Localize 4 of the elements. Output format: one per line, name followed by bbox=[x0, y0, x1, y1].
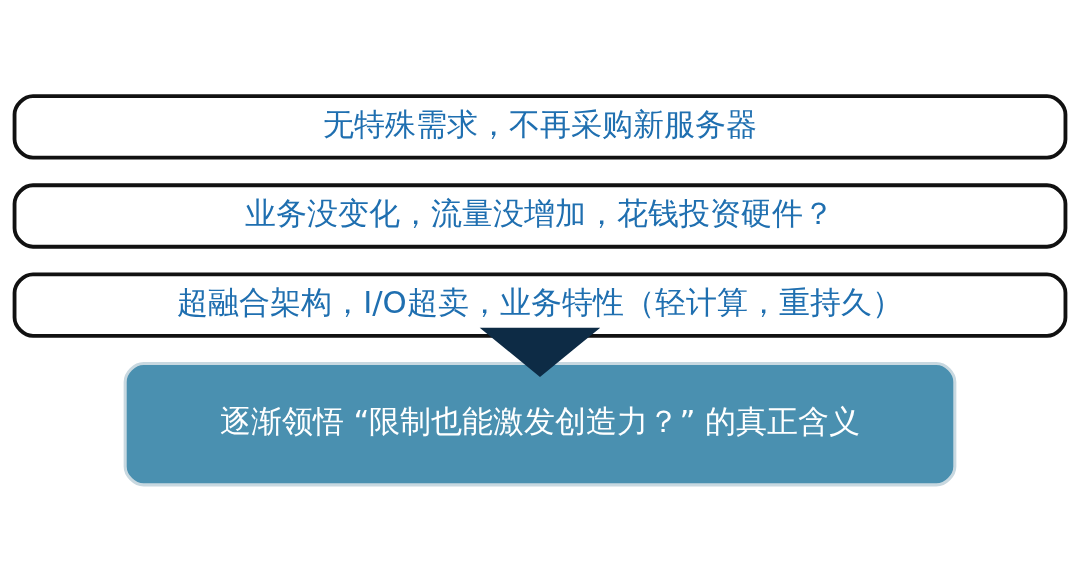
node-box: 逐渐领悟 “限制也能激发创造力？” 的真正含义 bbox=[123, 361, 957, 487]
node-box: 业务没变化，流量没增加，花钱投资硬件？ bbox=[12, 183, 1068, 249]
arrow bbox=[479, 327, 601, 377]
node-box: 无特殊需求，不再采购新服务器 bbox=[12, 94, 1068, 160]
